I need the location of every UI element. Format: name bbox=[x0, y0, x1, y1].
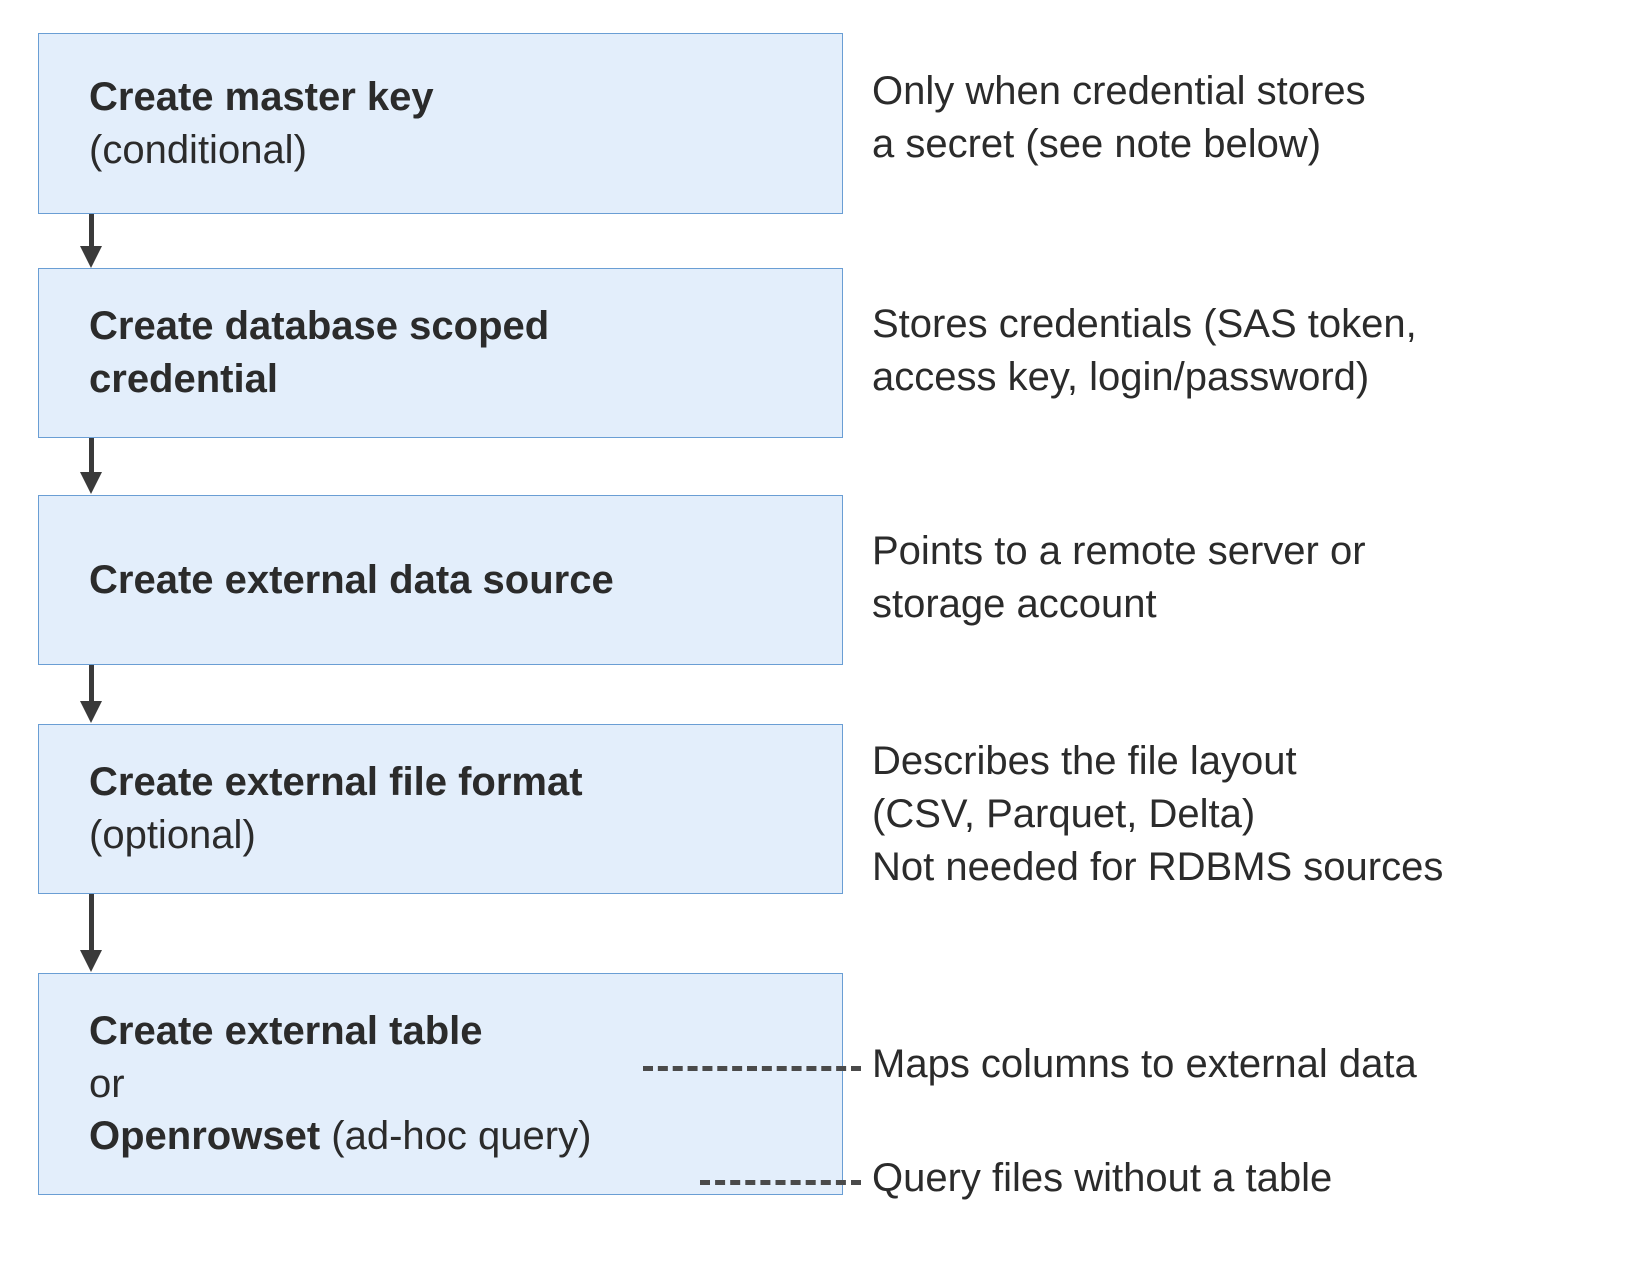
annotation-line: Points to a remote server or bbox=[872, 529, 1366, 573]
annotation-create-database-scoped-credential: Stores credentials (SAS token, access ke… bbox=[872, 298, 1417, 404]
annotation-line: a secret (see note below) bbox=[872, 121, 1322, 166]
step-title-continued: credential bbox=[89, 357, 278, 401]
annotation-line: storage account bbox=[872, 581, 1157, 626]
step-box-create-database-scoped-credential[interactable]: Create database scoped credential bbox=[38, 268, 843, 438]
arrow-down-icon bbox=[80, 214, 102, 268]
annotation-create-master-key: Only when credential stores a secret (se… bbox=[872, 65, 1366, 171]
arrow-down-icon bbox=[80, 438, 102, 494]
step-box-text: Create external table or Openrowset (ad-… bbox=[39, 1005, 842, 1163]
step-title: Create external file format bbox=[89, 760, 583, 805]
annotation-line: Not needed for RDBMS sources bbox=[872, 844, 1444, 889]
step-title: Create database scoped bbox=[89, 304, 550, 349]
annotation-create-external-table: Maps columns to external data bbox=[872, 1038, 1417, 1091]
step-box-create-external-file-format[interactable]: Create external file format (optional) bbox=[38, 724, 843, 894]
dashed-connector-openrowset bbox=[700, 1180, 861, 1185]
step-box-create-external-data-source[interactable]: Create external data source bbox=[38, 495, 843, 665]
step-title: Create master key bbox=[89, 74, 434, 119]
step-title: Create external data source bbox=[89, 557, 614, 602]
step-box-text: Create database scoped credential bbox=[39, 300, 842, 406]
step-alt-title-row: Openrowset (ad-hoc query) bbox=[89, 1110, 826, 1163]
step-box-text: Create external file format (optional) bbox=[39, 756, 842, 862]
step-box-create-external-table-or-openrowset[interactable]: Create external table or Openrowset (ad-… bbox=[38, 973, 843, 1195]
annotation-line: access key, login/password) bbox=[872, 354, 1370, 399]
step-box-text: Create external data source bbox=[39, 554, 842, 607]
annotation-line: Describes the file layout bbox=[872, 739, 1297, 783]
arrow-down-icon bbox=[80, 894, 102, 974]
annotation-line: Stores credentials (SAS token, bbox=[872, 302, 1417, 346]
step-subtitle: (conditional) bbox=[89, 127, 307, 172]
annotation-openrowset: Query files without a table bbox=[872, 1152, 1332, 1205]
annotation-line: (CSV, Parquet, Delta) bbox=[872, 791, 1256, 836]
annotation-line: Query files without a table bbox=[872, 1156, 1333, 1200]
annotation-line: Only when credential stores bbox=[872, 69, 1366, 113]
annotation-line: Maps columns to external data bbox=[872, 1042, 1417, 1086]
step-box-text: Create master key (conditional) bbox=[39, 71, 842, 177]
step-alt-suffix: (ad-hoc query) bbox=[320, 1114, 592, 1159]
step-subtitle: (optional) bbox=[89, 813, 256, 857]
step-title: Create external table bbox=[89, 1008, 483, 1053]
step-alt-title: Openrowset bbox=[89, 1114, 321, 1159]
annotation-create-external-file-format: Describes the file layout (CSV, Parquet,… bbox=[872, 735, 1443, 893]
dashed-connector-external-table bbox=[643, 1066, 861, 1071]
annotation-create-external-data-source: Points to a remote server or storage acc… bbox=[872, 525, 1366, 631]
step-box-create-master-key[interactable]: Create master key (conditional) bbox=[38, 33, 843, 214]
step-separator: or bbox=[89, 1061, 125, 1106]
arrow-down-icon bbox=[80, 665, 102, 723]
